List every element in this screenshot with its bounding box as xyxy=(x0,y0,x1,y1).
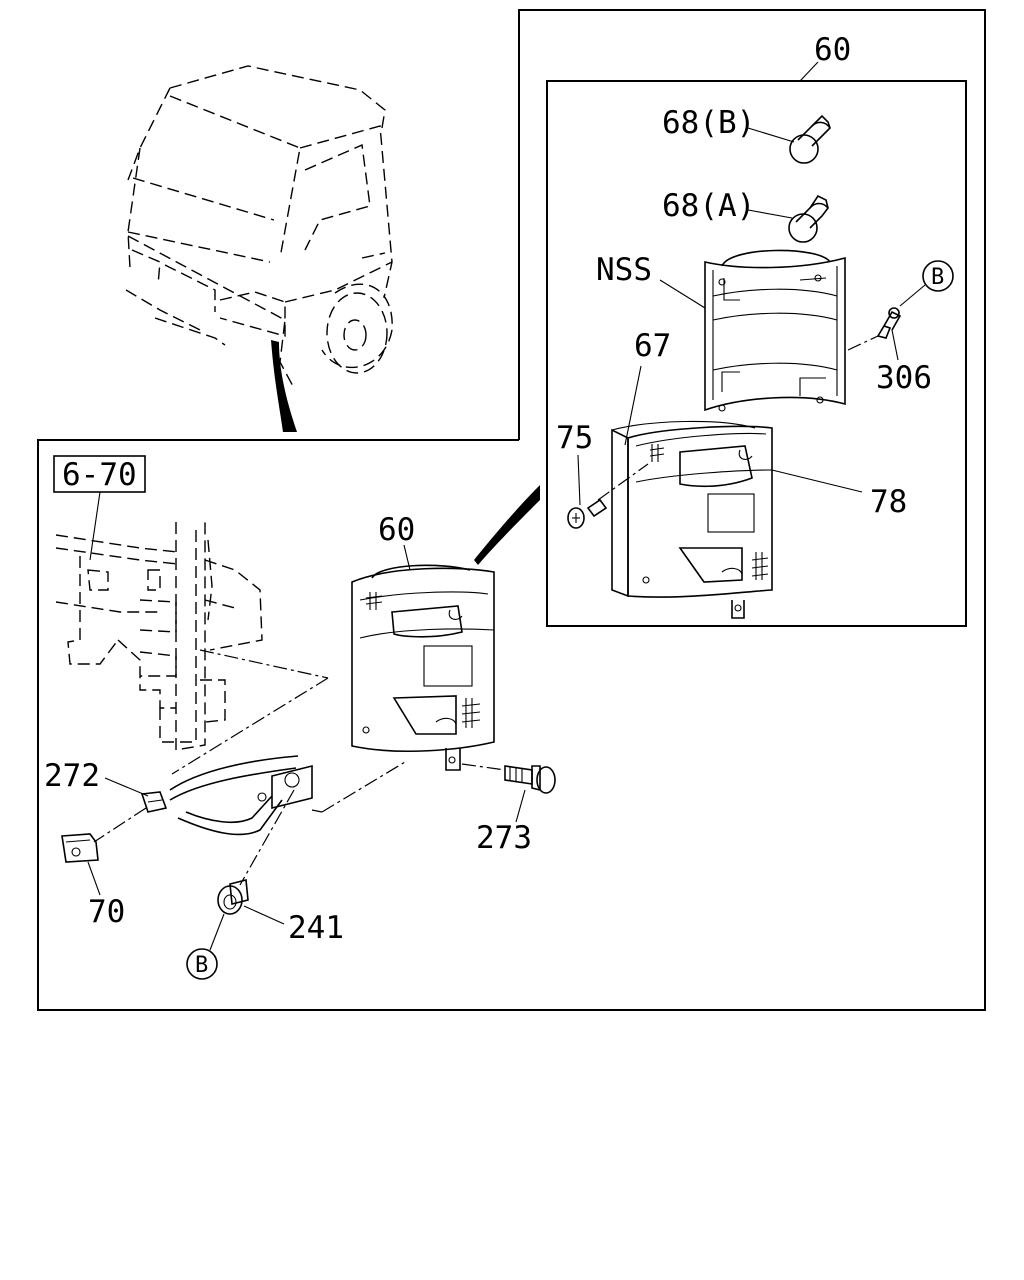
bulb-a-icon xyxy=(747,194,830,243)
label-70: 70 xyxy=(88,894,125,930)
label-nss: NSS xyxy=(596,252,652,288)
bolt-306-icon xyxy=(847,284,926,361)
bulb-b-icon xyxy=(747,114,832,164)
chassis-frame-illustration xyxy=(55,522,329,775)
label-272: 272 xyxy=(44,758,100,794)
grommet-241-icon xyxy=(209,789,295,951)
ref-box-6-70 xyxy=(53,455,146,561)
screw-75-icon xyxy=(567,454,649,529)
label-78: 78 xyxy=(870,484,907,520)
label-ref-b-top: B xyxy=(931,265,944,290)
label-273: 273 xyxy=(476,820,532,856)
lens-67-icon xyxy=(611,365,756,598)
label-bulb-a: 68(A) xyxy=(662,188,755,224)
label-assy-main: 60 xyxy=(378,512,415,548)
cover-78-icon xyxy=(627,425,863,619)
inset-pointer-icon xyxy=(474,485,540,565)
combination-lamp-60-icon xyxy=(351,544,506,771)
label-67: 67 xyxy=(634,328,671,364)
ref-b-bottom-circle xyxy=(186,948,218,980)
harness-272-icon xyxy=(93,755,406,843)
truck-cab-illustration xyxy=(125,65,393,432)
nss-housing-icon xyxy=(659,249,846,412)
assy-top-leader xyxy=(799,61,819,82)
frame-outer xyxy=(37,9,986,1011)
label-241: 241 xyxy=(288,910,344,946)
ref-b-top-circle xyxy=(922,260,954,292)
label-bulb-b: 68(B) xyxy=(662,105,755,141)
label-75: 75 xyxy=(556,420,593,456)
label-306: 306 xyxy=(876,360,932,396)
frame-inset-exploded xyxy=(546,80,967,627)
clip-70-icon xyxy=(61,833,101,896)
label-assy-top: 60 xyxy=(814,32,851,68)
bolt-273-icon xyxy=(504,765,556,823)
label-ref-b-bottom: B xyxy=(195,953,208,978)
label-ref-box: 6-70 xyxy=(62,457,137,493)
